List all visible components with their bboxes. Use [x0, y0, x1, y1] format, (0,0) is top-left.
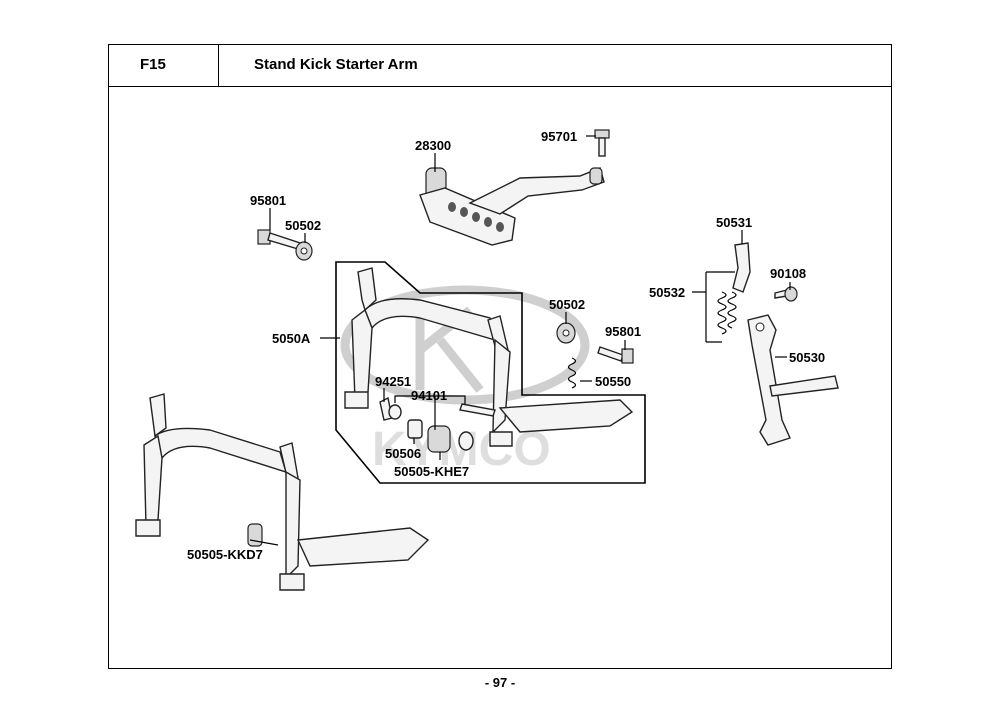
collar-50502-top [295, 241, 313, 261]
page-number: - 97 - [484, 675, 516, 690]
label-95701: 95701 [541, 129, 577, 144]
label-50506: 50506 [385, 446, 421, 461]
label-90108: 90108 [770, 266, 806, 281]
collar-50502-mid [556, 322, 576, 344]
bolt-90108 [774, 286, 798, 302]
label-50505-KHE7: 50505-KHE7 [394, 464, 469, 479]
label-50502-mid: 50502 [549, 297, 585, 312]
bracket-50531 [732, 242, 751, 293]
label-50531: 50531 [716, 215, 752, 230]
side-stand-50530 [747, 314, 839, 446]
main-stand-5050A [344, 267, 634, 447]
label-50550: 50550 [595, 374, 631, 389]
label-94101: 94101 [411, 388, 447, 403]
part-labels: 28300 95701 95801 50502 50531 90108 5053… [187, 129, 825, 562]
label-50530: 50530 [789, 350, 825, 365]
label-95801-top: 95801 [250, 193, 286, 208]
collar-50506 [407, 419, 423, 439]
label-28300: 28300 [415, 138, 451, 153]
label-94251: 94251 [375, 374, 411, 389]
page-title: Stand Kick Starter Arm [254, 56, 418, 73]
assembly-group-box [335, 261, 646, 484]
label-50502-top: 50502 [285, 218, 321, 233]
section-code: F15 [140, 56, 166, 73]
label-50505-KKD7: 50505-KKD7 [187, 547, 263, 562]
kick-starter-arm [419, 167, 605, 246]
spring-50532 [717, 291, 737, 335]
section-code-cell [108, 44, 219, 87]
leader-lines [249, 135, 791, 546]
diagram-frame [108, 44, 892, 669]
bolt-95801-mid [597, 346, 634, 364]
label-95801-mid: 95801 [605, 324, 641, 339]
label-50532: 50532 [649, 285, 685, 300]
shaft-rod [459, 403, 496, 417]
header-divider [108, 86, 892, 87]
label-5050A: 5050A [272, 331, 311, 346]
main-stand-lower [135, 393, 430, 591]
bush-50505-KHE7 [427, 425, 474, 453]
bolt-95701 [594, 129, 610, 157]
spring-50550 [567, 357, 577, 389]
washer-94101 [388, 404, 402, 420]
